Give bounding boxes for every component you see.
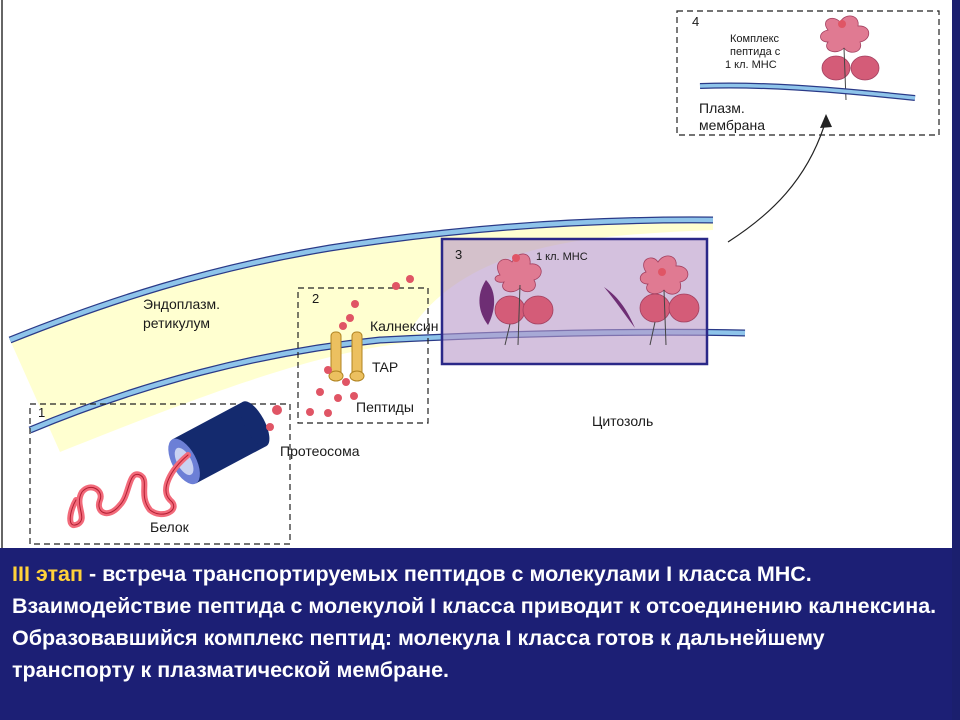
tap-label: TAP [372, 359, 398, 375]
mhc-molecule-icon [494, 253, 554, 346]
protein-chain-icon [67, 452, 191, 528]
peptide-dot [346, 314, 354, 322]
complex-label-line2: пептида с [730, 46, 781, 58]
peptide-dot [324, 409, 332, 417]
complex-label-line1: Комплекс [730, 33, 780, 45]
box-4 [676, 10, 940, 136]
peptide-dot [838, 20, 846, 28]
peptide-dot [351, 300, 359, 308]
box-2 [297, 287, 429, 424]
proteasome-cylinder-icon [168, 401, 270, 485]
membrane-label-line1: Плазм. [699, 100, 745, 116]
antigen-processing-diagram: 1 Протеосома Белок 2 [1, 0, 940, 548]
peptide-dot [306, 408, 314, 416]
peptide-dot [406, 275, 414, 283]
peptide-dot [350, 392, 358, 400]
peptide-dot [339, 322, 347, 330]
peptide-dot [272, 405, 282, 415]
calnexin-icon [604, 287, 635, 328]
peptide-dot [266, 423, 274, 431]
er-label-line2: ретикулум [143, 315, 210, 331]
tap-transporter-icon [328, 331, 365, 382]
transport-arrow-icon [727, 119, 827, 243]
mhc-class1-label: 1 кл. МНС [536, 251, 588, 263]
er-label-line1: Эндоплазм. [143, 296, 220, 312]
diagram-area: 1 Протеосома Белок 2 [0, 0, 952, 548]
box-1 [29, 403, 291, 545]
peptide-dot [316, 388, 324, 396]
calnexin-label: Калнексин [370, 318, 438, 334]
caption-box: III этап - встреча транспортируемых пепт… [0, 548, 952, 720]
peptides-label: Пептиды [356, 399, 414, 415]
box-2-number: 2 [312, 291, 319, 306]
peptide-dot [342, 378, 350, 386]
slide-edge-strip [952, 0, 960, 548]
complex-label-line3: 1 кл. МНС [725, 59, 777, 71]
peptide-dot [512, 254, 520, 262]
caption-text: - встреча транспортируемых пептидов с мо… [12, 562, 937, 682]
calnexin-icon [479, 280, 495, 325]
peptide-dot [658, 268, 666, 276]
box-3-number: 3 [455, 247, 462, 262]
box-4-number: 4 [692, 14, 699, 29]
cytosol-label: Цитозоль [592, 413, 653, 429]
proteasome-label: Протеосома [280, 443, 360, 459]
mhc-molecule-icon [820, 15, 880, 101]
caption-stage-label: III этап [12, 562, 83, 586]
protein-label: Белок [150, 519, 190, 535]
peptide-dot [334, 394, 342, 402]
peptide-dot [392, 282, 400, 290]
peptide-dot [324, 366, 332, 374]
box-1-number: 1 [38, 405, 45, 420]
membrane-label-line2: мембрана [699, 117, 765, 133]
